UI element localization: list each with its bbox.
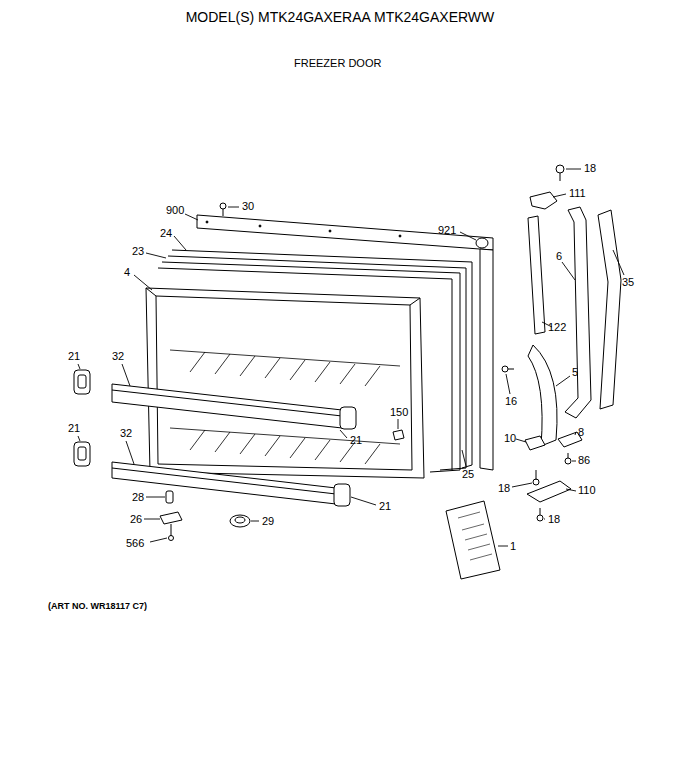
callout-number: 122 <box>548 321 566 334</box>
callout-number: 10 <box>504 432 516 445</box>
callout-number: 18 <box>548 513 560 526</box>
callout-number: 21 <box>350 434 362 447</box>
callout-number: 8 <box>578 426 584 439</box>
callout-number: 32 <box>120 427 132 440</box>
callout-number: 18 <box>584 162 596 175</box>
callout-number: 24 <box>160 227 172 240</box>
callout-number: 23 <box>132 245 144 258</box>
callout-number: 16 <box>505 395 517 408</box>
callout-number: 26 <box>130 513 142 526</box>
callout-number: 30 <box>242 200 254 213</box>
callout-number: 566 <box>126 537 144 550</box>
art-number: (ART NO. WR18117 C7) <box>48 600 147 613</box>
callout-number: 86 <box>578 454 590 467</box>
callout-number: 921 <box>438 224 456 237</box>
callout-number: 18 <box>498 482 510 495</box>
callout-number: 28 <box>132 491 144 504</box>
callout-number: 6 <box>556 250 562 263</box>
callout-number: 1 <box>510 540 516 553</box>
callout-number: 32 <box>112 350 124 363</box>
callout-number: 111 <box>569 187 586 200</box>
callout-number: 21 <box>68 422 80 435</box>
section-heading: FREEZER DOOR <box>294 57 381 70</box>
callout-number: 21 <box>379 500 391 513</box>
callout-number: 110 <box>578 484 596 497</box>
callout-number: 25 <box>462 468 474 481</box>
callout-number: 900 <box>166 204 184 217</box>
callout-number: 4 <box>124 266 130 279</box>
callout-number: 5 <box>572 366 578 379</box>
callout-number: 21 <box>68 350 80 363</box>
callout-number: 35 <box>622 276 634 289</box>
diagram-title: MODEL(S) MTK24GAXERAA MTK24GAXERWW <box>0 9 680 25</box>
callout-number: 29 <box>262 515 274 528</box>
callout-number: 150 <box>390 406 408 419</box>
